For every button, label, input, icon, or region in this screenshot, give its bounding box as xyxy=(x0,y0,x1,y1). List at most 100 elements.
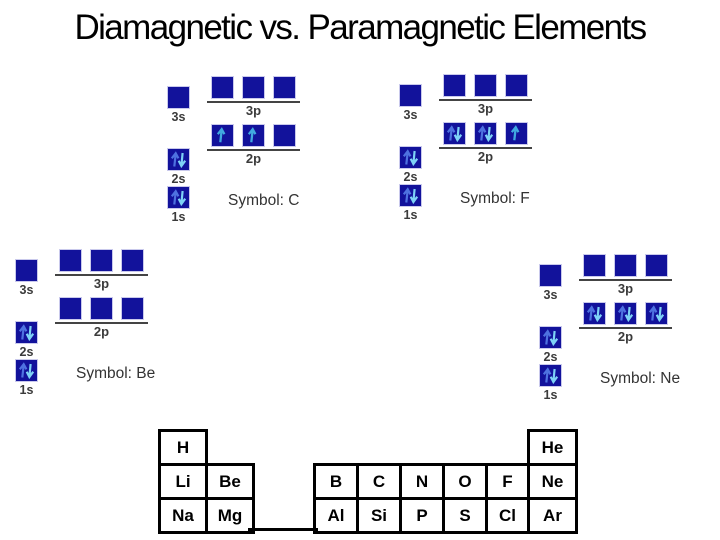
element-cell-N: N xyxy=(399,463,445,500)
element-cell-Ar: Ar xyxy=(527,497,578,534)
1s-label: 1s xyxy=(543,388,558,402)
2p-box-3 xyxy=(646,303,667,324)
element-cell-Li: Li xyxy=(158,463,208,500)
3p-underline xyxy=(579,279,672,281)
1s-label: 1s xyxy=(19,383,34,397)
up-down-arrows-icon xyxy=(542,367,559,385)
element-cell-Cl: Cl xyxy=(485,497,530,534)
element-cell-B: B xyxy=(313,463,359,500)
element-cell-O: O xyxy=(442,463,488,500)
3p-label: 3p xyxy=(93,276,110,291)
3s-orbital-box xyxy=(400,85,421,106)
3p-box-1 xyxy=(444,75,465,96)
3s-orbital-box xyxy=(16,260,37,281)
2p-box-1 xyxy=(584,303,605,324)
empty-cell xyxy=(315,431,358,465)
symbol-label: Symbol: F xyxy=(460,190,530,207)
up-down-arrows-icon xyxy=(170,189,187,207)
3p-box-2 xyxy=(243,77,264,98)
3p-underline xyxy=(207,101,300,103)
up-down-arrows-icon xyxy=(18,324,35,342)
3p-box-2 xyxy=(91,250,112,271)
element-cell-C: C xyxy=(356,463,402,500)
element-cell-Be: Be xyxy=(205,463,255,500)
2p-box-1 xyxy=(444,123,465,144)
2p-box-2 xyxy=(475,123,496,144)
1s-label: 1s xyxy=(403,208,418,222)
1s-orbital-box xyxy=(16,360,37,381)
up-down-arrows-icon xyxy=(18,362,35,380)
2s-orbital-box xyxy=(168,149,189,170)
up-down-arrows-icon xyxy=(170,151,187,169)
empty-cell xyxy=(207,431,254,465)
up-down-arrows-icon xyxy=(542,329,559,347)
periodic-table-bottom-line xyxy=(248,528,318,531)
element-cell-Si: Si xyxy=(356,497,402,534)
3p-box-3 xyxy=(274,77,295,98)
3p-box-2 xyxy=(615,255,636,276)
3p-label: 3p xyxy=(477,101,494,116)
2p-label: 2p xyxy=(245,151,262,166)
element-cell-Na: Na xyxy=(158,497,208,534)
element-cell-P: P xyxy=(399,497,445,534)
1s-orbital-box xyxy=(540,365,561,386)
up-down-arrows-icon xyxy=(617,305,634,323)
3p-box-1 xyxy=(584,255,605,276)
3p-box-1 xyxy=(212,77,233,98)
2s-label: 2s xyxy=(19,345,34,359)
3p-label: 3p xyxy=(617,281,634,296)
element-cell-Al: Al xyxy=(313,497,359,534)
1s-orbital-box xyxy=(400,185,421,206)
element-cell-F: F xyxy=(485,463,530,500)
table-row: He xyxy=(315,429,578,466)
element-cell-H: H xyxy=(158,429,208,466)
up-arrow-icon xyxy=(247,127,257,143)
2s-label: 2s xyxy=(171,172,186,186)
symbol-label: Symbol: Be xyxy=(76,365,156,382)
2p-underline xyxy=(579,327,672,329)
element-cell-S: S xyxy=(442,497,488,534)
3p-label: 3p xyxy=(245,103,262,118)
up-down-arrows-icon xyxy=(402,149,419,167)
3s-orbital-box xyxy=(168,87,189,108)
element-cell-He: He xyxy=(527,429,578,466)
symbol-label: Symbol: Ne xyxy=(600,370,681,387)
element-cell-Ne: Ne xyxy=(527,463,578,500)
element-cell-Mg: Mg xyxy=(205,497,255,534)
empty-cell xyxy=(358,431,401,465)
2p-box-1 xyxy=(60,298,81,319)
3p-underline xyxy=(439,99,532,101)
3p-box-3 xyxy=(506,75,527,96)
2p-box-2 xyxy=(243,125,264,146)
3s-label: 3s xyxy=(171,110,186,124)
2p-label: 2p xyxy=(93,324,110,339)
up-down-arrows-icon xyxy=(446,125,463,143)
table-row: H xyxy=(158,429,254,466)
3p-underline xyxy=(55,274,148,276)
2s-orbital-box xyxy=(400,147,421,168)
symbol-label: Symbol: C xyxy=(228,192,300,209)
3p-box-3 xyxy=(646,255,667,276)
3s-label: 3s xyxy=(19,283,34,297)
2s-label: 2s xyxy=(403,170,418,184)
3s-label: 3s xyxy=(403,108,418,122)
3p-box-1 xyxy=(60,250,81,271)
1s-label: 1s xyxy=(171,210,186,224)
empty-cell xyxy=(444,431,487,465)
up-arrow-icon xyxy=(510,125,520,141)
up-down-arrows-icon xyxy=(477,125,494,143)
2p-label: 2p xyxy=(617,329,634,344)
2s-orbital-box xyxy=(16,322,37,343)
2p-underline xyxy=(55,322,148,324)
3p-box-2 xyxy=(475,75,496,96)
